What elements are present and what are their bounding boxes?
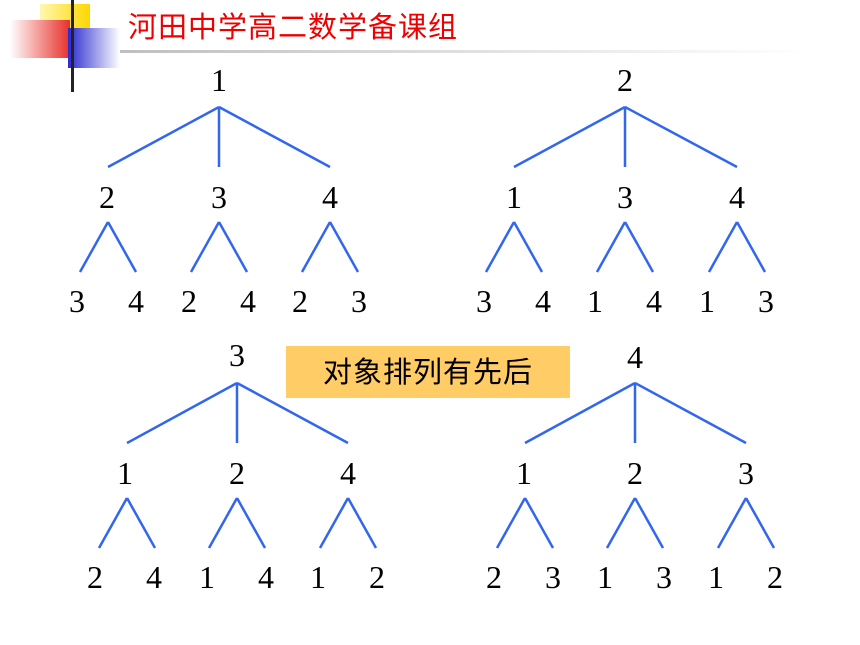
tree-child-label: 4 bbox=[322, 179, 338, 215]
tree-leaf-label: 3 bbox=[69, 283, 85, 319]
tree-edge-root-to-child bbox=[524, 381, 636, 445]
tree-edge-root-to-child bbox=[126, 381, 238, 445]
slide-logo bbox=[10, 0, 120, 92]
tree-edge-child-to-leaf bbox=[495, 497, 527, 549]
tree-child-label: 3 bbox=[617, 179, 633, 215]
tree-leaf-label: 4 bbox=[258, 559, 274, 595]
tree-leaf-label: 3 bbox=[476, 283, 492, 319]
tree-root-label: 4 bbox=[627, 339, 643, 375]
tree-edge-child-to-leaf bbox=[744, 497, 776, 549]
tree-edge-child-to-leaf bbox=[318, 497, 350, 549]
tree-leaf-label: 2 bbox=[369, 559, 385, 595]
tree-leaf-label: 2 bbox=[292, 283, 308, 319]
tree-root-label: 3 bbox=[229, 337, 245, 373]
tree-leaf-label: 3 bbox=[656, 559, 672, 595]
tree-edge-child-to-leaf bbox=[523, 497, 555, 549]
tree-edge-root-to-child bbox=[513, 105, 626, 169]
tree-child-label: 3 bbox=[211, 179, 227, 215]
tree-edge-child-to-leaf bbox=[735, 221, 767, 273]
tree-edge-child-to-leaf bbox=[512, 221, 544, 273]
tree-leaf-label: 4 bbox=[240, 283, 256, 319]
tree-child-label: 1 bbox=[117, 455, 133, 491]
header-divider bbox=[120, 50, 810, 53]
tree-edge-child-to-leaf bbox=[346, 497, 378, 549]
tree-child-label: 2 bbox=[99, 179, 115, 215]
tree-leaf-label: 1 bbox=[310, 559, 326, 595]
tree-edge-child-to-leaf bbox=[207, 497, 239, 549]
tree-leaf-label: 3 bbox=[545, 559, 561, 595]
header-title: 河田中学高二数学备课组 bbox=[128, 10, 459, 44]
logo-red-square bbox=[10, 20, 70, 58]
tree-edge-child-to-leaf bbox=[78, 221, 110, 273]
logo-vertical-bar bbox=[71, 0, 74, 92]
tree-leaf-label: 3 bbox=[351, 283, 367, 319]
tree-leaf-label: 2 bbox=[486, 559, 502, 595]
tree-leaf-label: 1 bbox=[587, 283, 603, 319]
tree-leaf-label: 2 bbox=[767, 559, 783, 595]
tree-leaf-label: 1 bbox=[699, 283, 715, 319]
tree-child-label: 4 bbox=[340, 455, 356, 491]
tree-edge-child-to-leaf bbox=[125, 497, 157, 549]
tree-edge-child-to-leaf bbox=[189, 221, 221, 273]
tree-leaf-label: 2 bbox=[87, 559, 103, 595]
tree-child-label: 4 bbox=[729, 179, 745, 215]
tree-leaf-label: 4 bbox=[146, 559, 162, 595]
tree-edge-root-to-child bbox=[236, 381, 349, 445]
tree-edge-root-to-child bbox=[107, 105, 220, 169]
logo-blue-square bbox=[68, 28, 120, 68]
tree-child-label: 1 bbox=[516, 455, 532, 491]
tree-child-label: 1 bbox=[506, 179, 522, 215]
tree-child-label: 2 bbox=[229, 455, 245, 491]
tree-edge-root-to-child bbox=[624, 105, 738, 169]
tree-leaf-label: 3 bbox=[758, 283, 774, 319]
tree-edge-child-to-leaf bbox=[300, 221, 332, 273]
tree-leaf-label: 1 bbox=[199, 559, 215, 595]
tree-leaf-label: 4 bbox=[535, 283, 551, 319]
tree-edge-child-to-leaf bbox=[328, 221, 360, 273]
tree-edge-root-to-child bbox=[634, 381, 747, 445]
tree-child-label: 2 bbox=[627, 455, 643, 491]
tree-edge-child-to-leaf bbox=[97, 497, 129, 549]
tree-leaf-label: 2 bbox=[181, 283, 197, 319]
tree-edge-child-to-leaf bbox=[716, 497, 748, 549]
tree-leaf-label: 1 bbox=[708, 559, 724, 595]
tree-edge-child-to-leaf bbox=[633, 497, 665, 549]
tree-root-label: 2 bbox=[617, 62, 633, 98]
tree-edge-child-to-leaf bbox=[106, 221, 138, 273]
tree-child-label: 3 bbox=[738, 455, 754, 491]
tree-edge-child-to-leaf bbox=[217, 221, 249, 273]
tree-edge-root-to-child bbox=[218, 105, 331, 169]
tree-edge-child-to-leaf bbox=[235, 497, 267, 549]
tree-edge-child-to-leaf bbox=[623, 221, 655, 273]
tree-edge-child-to-leaf bbox=[605, 497, 637, 549]
tree-leaf-label: 1 bbox=[597, 559, 613, 595]
tree-root-label: 1 bbox=[211, 62, 227, 98]
tree-edge-child-to-leaf bbox=[595, 221, 627, 273]
tree-edge-child-to-leaf bbox=[707, 221, 739, 273]
tree-leaf-label: 4 bbox=[646, 283, 662, 319]
tree-leaf-label: 4 bbox=[128, 283, 144, 319]
arrangement-order-badge: 对象排列有先后 bbox=[286, 346, 570, 398]
tree-edge-child-to-leaf bbox=[484, 221, 516, 273]
